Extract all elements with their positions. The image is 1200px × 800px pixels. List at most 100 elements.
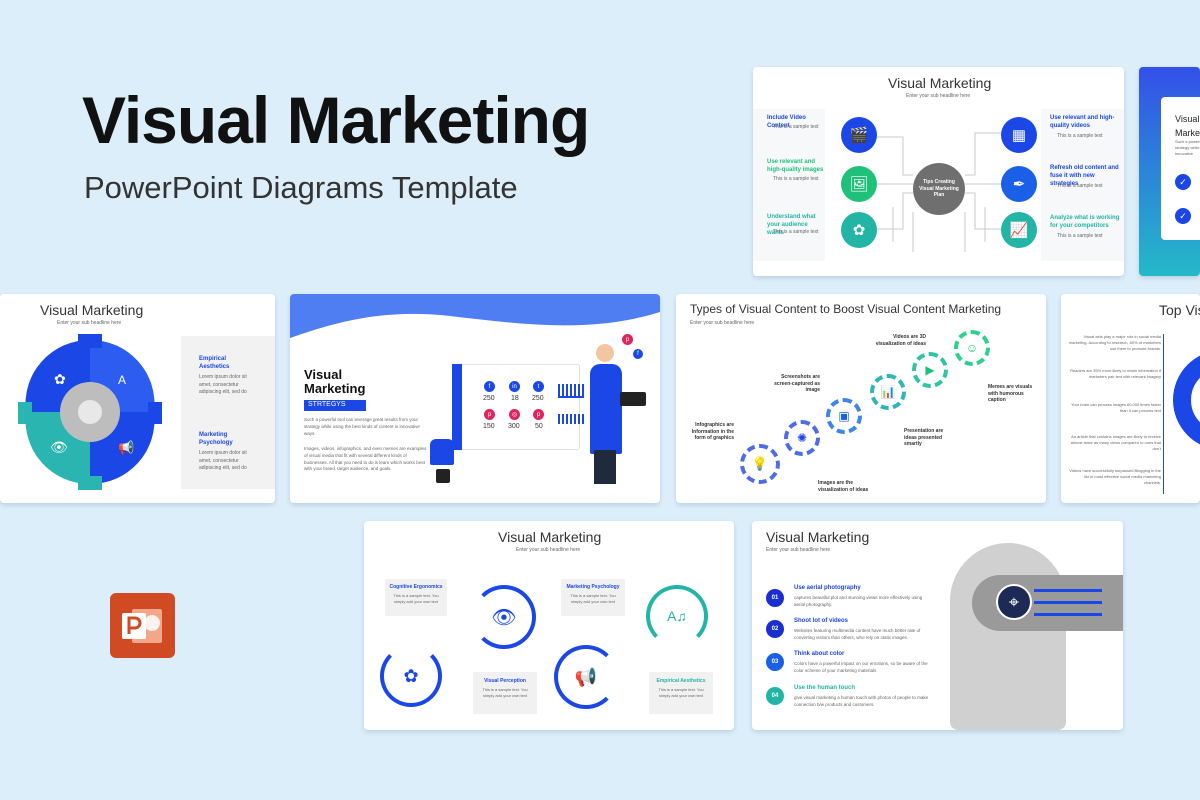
topvis-item: An article that contains images are like… (1070, 434, 1161, 451)
step-number: 04 (766, 687, 784, 705)
step-text: Colors have a powerful impact on our emo… (794, 661, 928, 673)
arrow-icon (1034, 589, 1102, 592)
bar-chart-widget (558, 414, 584, 424)
slide-strategys[interactable]: Visual Marketing STRTEGYS Such a powerfu… (290, 294, 660, 503)
topvis-item: Readers are 35% more likely to retain in… (1070, 368, 1161, 379)
image-icon: 🖼 (841, 166, 877, 202)
cycle-box-text: This is a sample text. You simply add yo… (570, 593, 616, 604)
presentation-gear-icon: 📊 (870, 374, 906, 410)
chart-icon: 📈 (1001, 212, 1037, 248)
gear-item-label: Empirical Aesthetics (199, 356, 230, 370)
gear-diagram: ✿ A 👁 📢 (18, 334, 162, 490)
slide-subhead: Enter your sub headline here (516, 547, 581, 553)
arrow-icon (1034, 613, 1102, 616)
topvis-divider (1163, 334, 1164, 494)
brain-icon: ✿ (380, 645, 442, 707)
strategy-badge: STRTEGYS (304, 400, 366, 411)
stat-value: 250 (532, 395, 544, 402)
slide-subhead: Enter your sub headline here (906, 93, 971, 99)
slide-head[interactable]: Visual Marketing Enter your sub headline… (752, 521, 1123, 730)
person-head (596, 344, 614, 362)
topvis-item: Videos have successfully surpassed Blogg… (1069, 468, 1161, 485)
check-icon: ✓ (1175, 208, 1191, 224)
head-silhouette (950, 543, 1066, 730)
cycle-box (561, 579, 625, 616)
step-number: 03 (766, 653, 784, 671)
brain-icon: ✿ (841, 212, 877, 248)
cycle-box-text: This is a sample text. You simply add yo… (393, 593, 439, 604)
video-icon: 🎬 (841, 117, 877, 153)
right-item-text: This is a sample text (1057, 233, 1103, 239)
pen-icon: ✒ (1001, 166, 1037, 202)
stat-value: 50 (535, 423, 543, 430)
right-item-text: This is a sample text (1057, 183, 1103, 189)
pinterest-icon: p (484, 409, 495, 420)
left-item-label: Include Video Content (767, 115, 806, 129)
cycle-box-label: Marketing Psychology (566, 584, 620, 590)
right-item-text: This is a sample text (1057, 133, 1103, 139)
step-number: 01 (766, 589, 784, 607)
step-label: Shoot lot of videos (794, 618, 848, 624)
stat-value: 300 (508, 423, 520, 430)
lightbulb-gear-icon: 💡 (740, 444, 780, 484)
slide-cycle[interactable]: Visual Marketing Enter your sub headline… (364, 521, 734, 730)
left-item-text: This is a sample text (773, 229, 819, 235)
cycle-box-text: This is a sample text. You simply add yo… (482, 687, 528, 698)
left-panel (753, 109, 825, 261)
right-item-label: Analyze what is working for your competi… (1050, 215, 1120, 229)
slide-title: Visual Marketing (40, 302, 144, 318)
cycle-box (385, 579, 447, 616)
slide-edge[interactable]: Visual Marketing Such a powerful strateg… (1139, 67, 1200, 276)
laptop (620, 392, 646, 406)
cycle-box-text: This is a sample text. You simply add yo… (658, 687, 704, 698)
design-icon: A♫ (646, 585, 708, 647)
cycle-box-label: Cognitive Ergonomics (389, 584, 443, 590)
pinterest-icon: p (533, 409, 544, 420)
step-number: 02 (766, 620, 784, 638)
network-gear-icon: ✺ (784, 420, 820, 456)
gear-item-label: Marketing Psychology (199, 432, 233, 446)
slide-title: Types of Visual Content to Boost Visual … (690, 302, 1002, 316)
facebook-icon: f (484, 381, 495, 392)
strategy-paragraph: Such a powerful tool can leverage great … (304, 417, 420, 436)
step-text: Websites featuring multimedia content ha… (794, 628, 921, 640)
slide-types[interactable]: Types of Visual Content to Boost Visual … (676, 294, 1046, 503)
svg-text:A: A (118, 373, 126, 387)
left-item-text: This is a sample text (773, 176, 819, 182)
stat-value: 250 (483, 395, 495, 402)
eye-icon: 👁 (472, 585, 536, 649)
type-label: Images are the visualization of ideas (818, 480, 869, 493)
cycle-box-label: Empirical Aesthetics (656, 678, 706, 684)
step-label: Use the human touch (794, 685, 856, 691)
edge-title: Visual Marketing (1175, 114, 1200, 138)
stat-value: 18 (511, 395, 519, 402)
edge-text: Such a powerful strategy while innovativ… (1175, 139, 1200, 156)
type-label: Memes are visuals with humorous caption (988, 384, 1033, 403)
cycle-box-label: Visual Perception (484, 678, 526, 684)
center-label: Tips Creating Visual Marketing Plan (919, 179, 959, 199)
type-label: Videos are 3D visualization of ideas (875, 334, 926, 347)
slide-subhead: Enter your sub headline here (57, 320, 122, 326)
right-item-label: Use relevant and high-quality videos (1050, 115, 1115, 129)
slide-top-visual[interactable]: Top Vis Visual aids play a major role in… (1061, 294, 1200, 503)
step-text: captures beautiful plot and stunning vie… (794, 595, 923, 607)
cycle-box (649, 672, 713, 714)
svg-text:✿: ✿ (54, 371, 66, 387)
gear-item-text: Lorem ipsum dolor sit amet, consectetur … (199, 374, 247, 395)
film-icon: ▦ (1001, 117, 1037, 153)
hero-title: Visual Marketing (82, 83, 590, 157)
screenshot-gear-icon: ▣ (826, 398, 862, 434)
step-label: Think about color (794, 651, 845, 657)
facebook-icon: f (633, 349, 643, 359)
slide-gear[interactable]: Visual Marketing Enter your sub headline… (0, 294, 275, 503)
stat-value: 150 (483, 423, 495, 430)
slide-subhead: Enter your sub headline here (766, 547, 831, 553)
strategy-paragraph: Images, videos, infographics, and even m… (304, 446, 427, 472)
left-item-label: Understand what your audience wants (767, 214, 816, 236)
step-label: Use aerial photography (794, 585, 861, 591)
left-item-label: Use relevant and high-quality images (767, 159, 824, 173)
powerpoint-logo-glyph (122, 609, 162, 643)
video-gear-icon: ▶ (912, 352, 948, 388)
plant (436, 469, 450, 483)
slide-tips-plan[interactable]: Visual Marketing Enter your sub headline… (753, 67, 1124, 276)
